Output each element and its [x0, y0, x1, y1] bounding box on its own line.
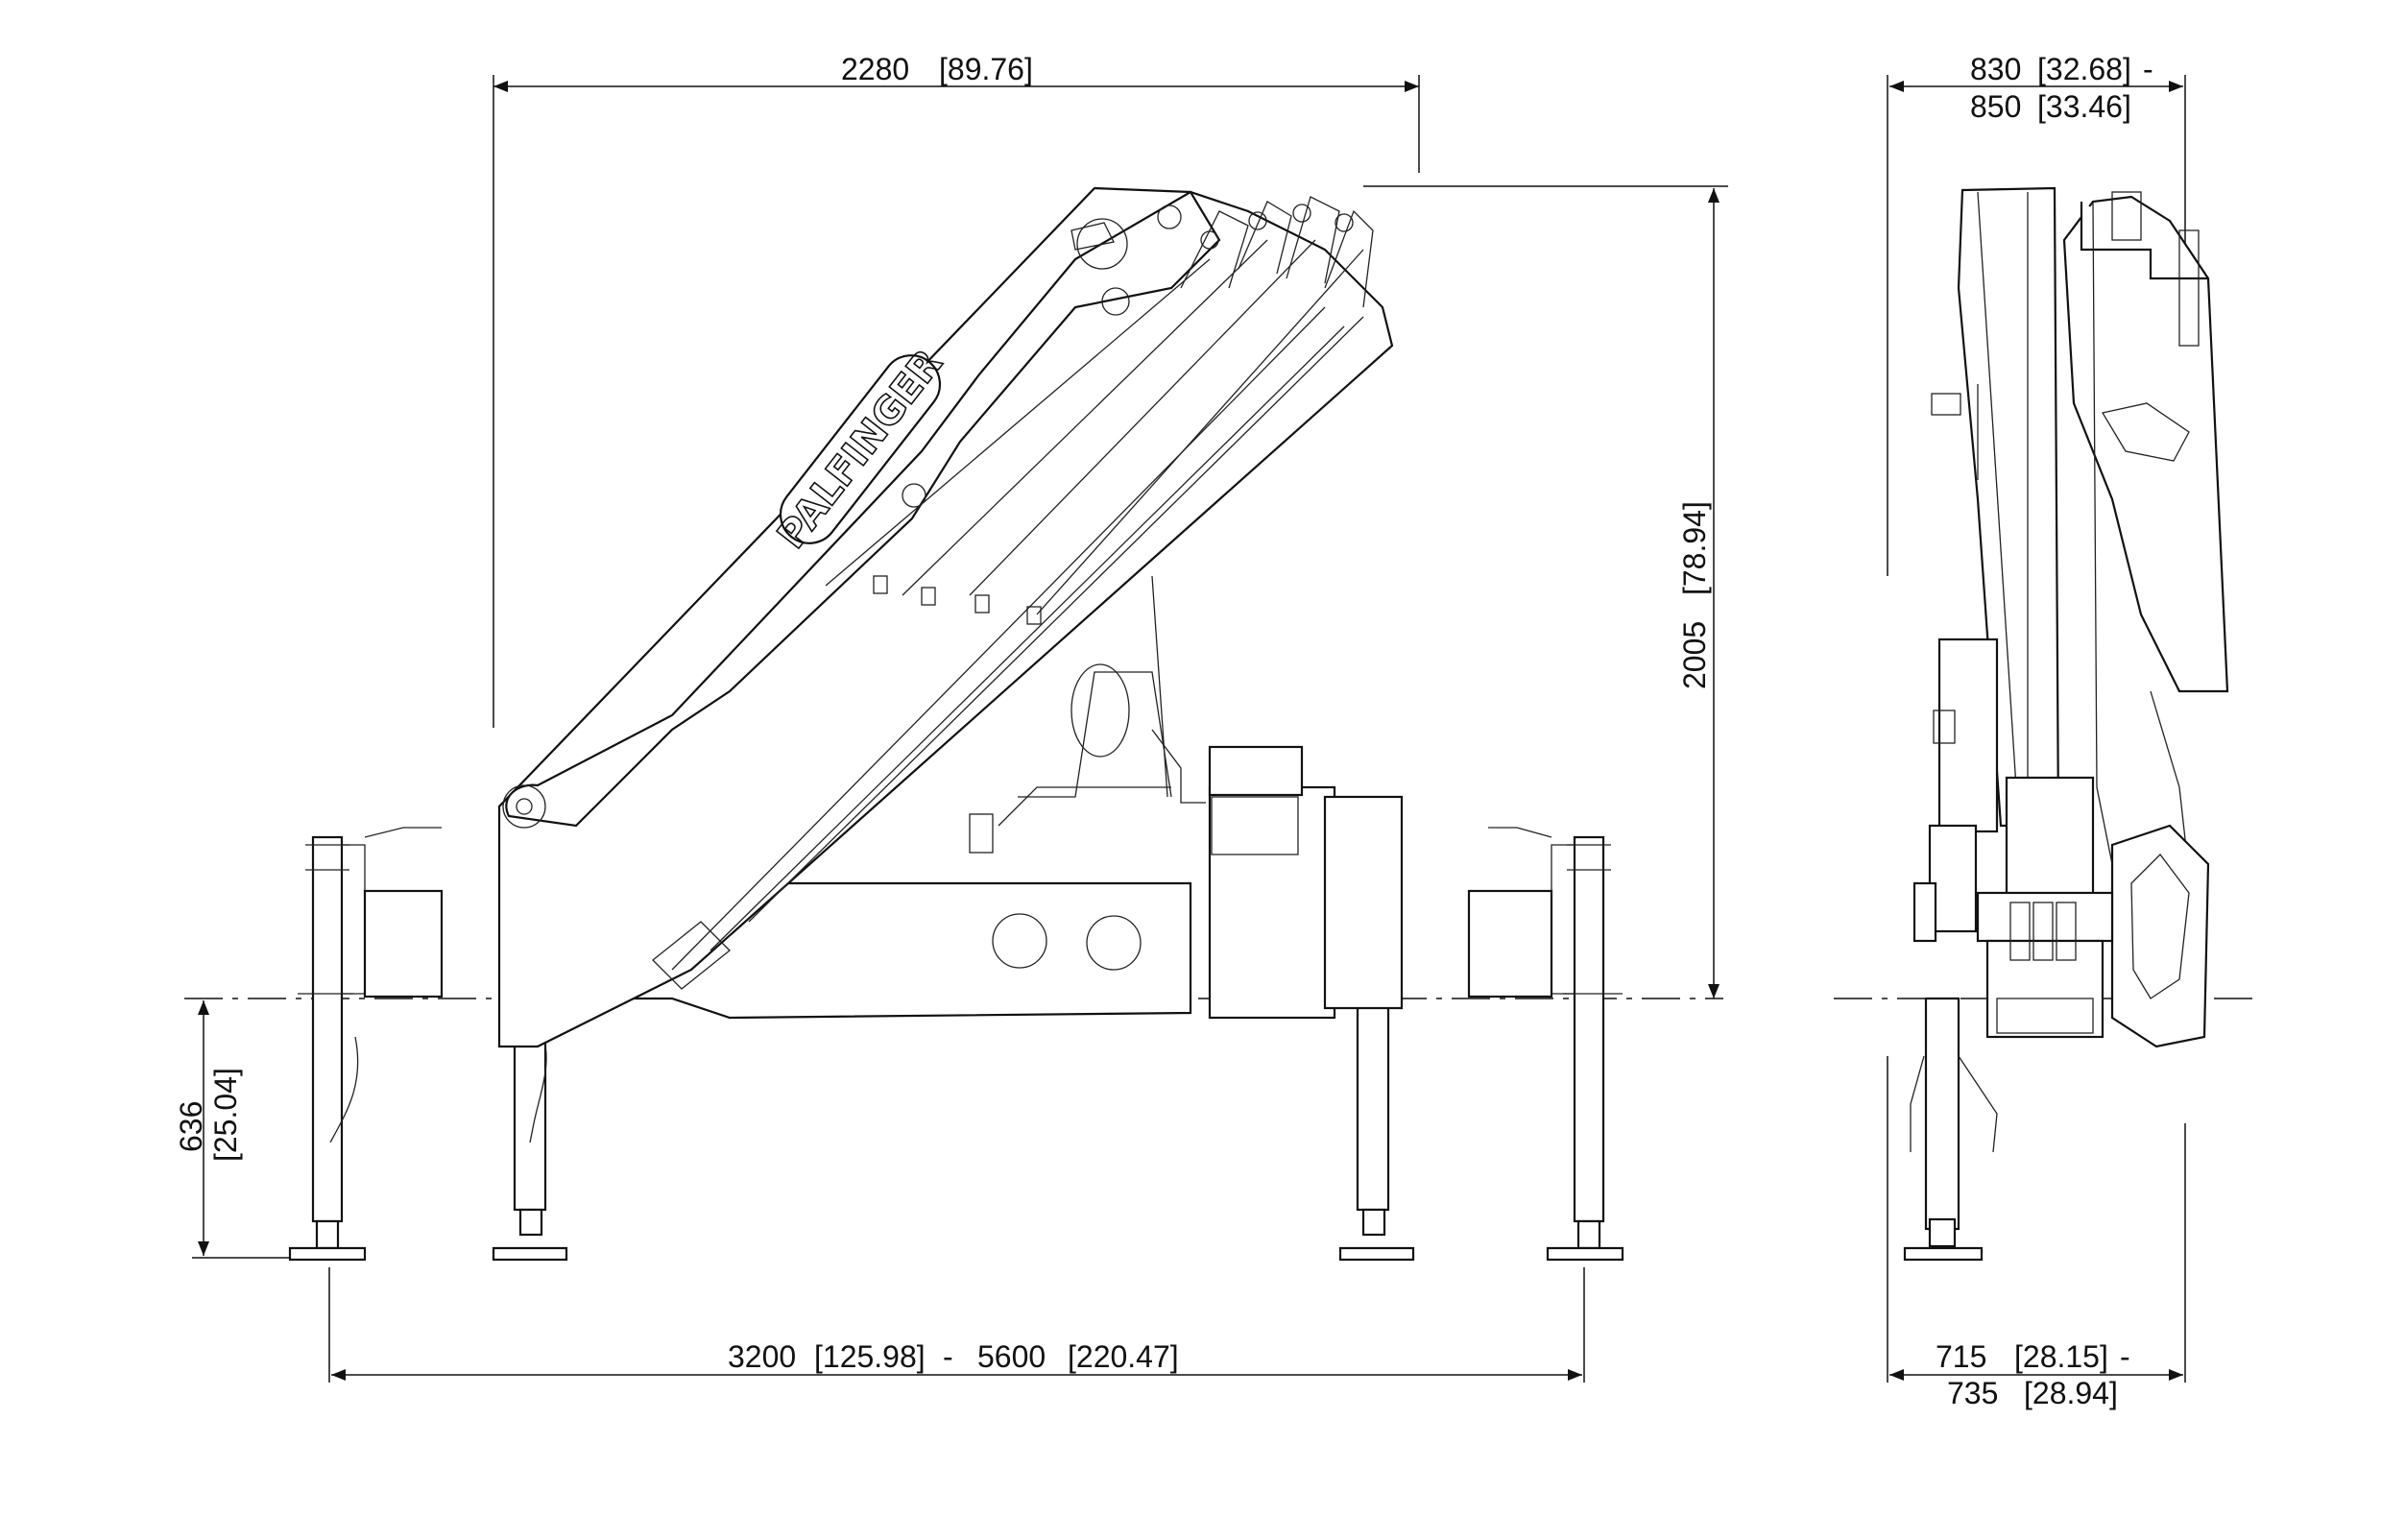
span-separator: -	[943, 1339, 953, 1374]
side-bottom-max: 735	[1947, 1376, 1998, 1410]
clearance-imperial: [25.04]	[208, 1068, 243, 1162]
side-bottom-min: 715	[1936, 1339, 1986, 1374]
dimension-overall-width: 2280 [89.76]	[493, 52, 1420, 728]
crane-side-view	[1903, 186, 2229, 1262]
outrigger-left-outer	[288, 827, 444, 1262]
side-bottom-max-imperial: [28.94]	[2024, 1376, 2118, 1410]
crane-front-view: PALFINGER	[288, 186, 1624, 1262]
span-min-imperial: [125.98]	[814, 1339, 926, 1374]
height-value: 2005	[1677, 621, 1712, 689]
side-bottom-separator: -	[2120, 1339, 2130, 1374]
outrigger-right-inner	[1338, 997, 1415, 1262]
width-value: 2280	[841, 52, 909, 86]
width-imperial: [89.76]	[939, 52, 1033, 86]
dimension-outrigger-span: 3200 [125.98] - 5600 [220.47]	[328, 1267, 1585, 1383]
dimension-side-width-top: 830 [32.68] - 850 [33.46]	[1887, 52, 2186, 576]
side-top-max-imperial: [33.46]	[2037, 89, 2131, 124]
clearance-value: 636	[174, 1101, 208, 1152]
side-bottom-min-imperial: [28.15]	[2014, 1339, 2108, 1374]
span-min: 3200	[728, 1339, 796, 1374]
height-imperial: [78.94]	[1677, 501, 1712, 595]
side-top-separator: -	[2143, 52, 2153, 86]
outrigger-right-outer	[1467, 827, 1624, 1262]
dimension-side-width-bottom: 715 [28.15] - 735 [28.94]	[1887, 1056, 2186, 1410]
span-max: 5600	[977, 1339, 1046, 1374]
logo-plate	[779, 354, 942, 544]
side-top-max: 850	[1970, 89, 2021, 124]
side-top-min: 830	[1970, 52, 2021, 86]
dimension-height: 2005 [78.94]	[1363, 185, 1728, 999]
boom-extensions	[652, 196, 1374, 990]
side-top-min-imperial: [32.68]	[2037, 52, 2131, 86]
span-max-imperial: [220.47]	[1068, 1339, 1179, 1374]
